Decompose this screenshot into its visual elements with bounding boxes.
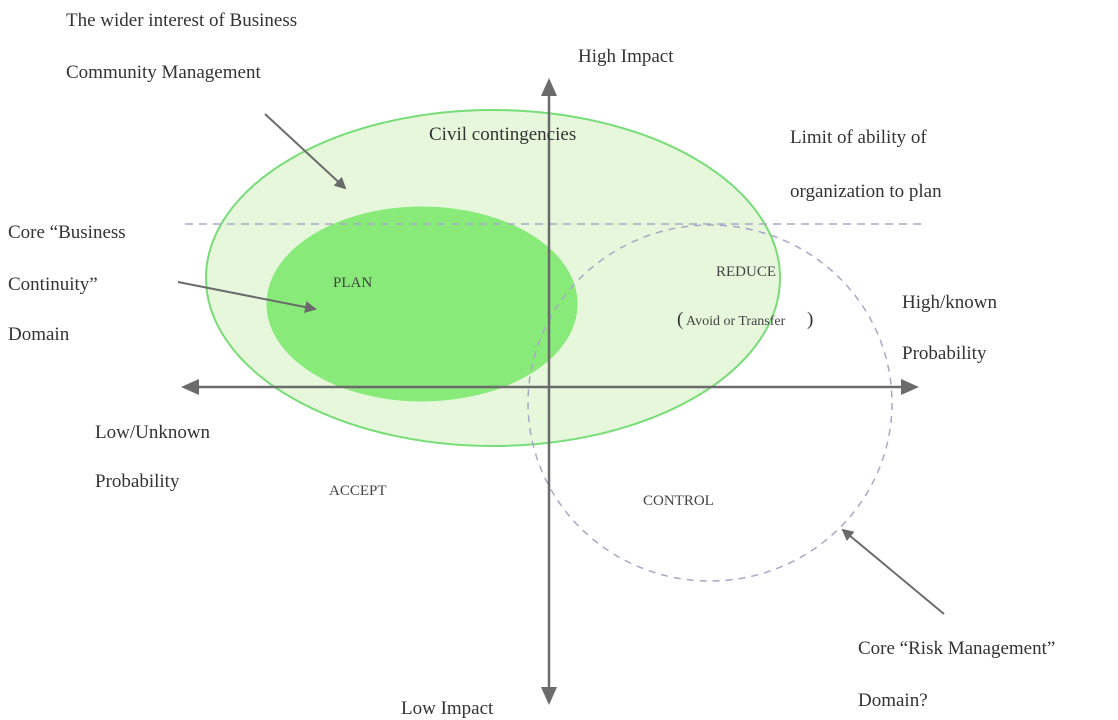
wider-interest-label-line2: Community Management	[66, 62, 261, 83]
core-bc-label-line2: Continuity”	[8, 274, 98, 295]
wider-interest-pointer-arrow	[264, 113, 347, 190]
axis-label-low-impact: Low Impact	[401, 698, 494, 719]
vertical-axis-bottom-arrowhead	[541, 687, 557, 705]
quadrant-label-accept: ACCEPT	[329, 483, 387, 499]
reduce-sub-close-paren: )	[807, 309, 813, 330]
risk-management-circle	[527, 224, 893, 582]
vertical-axis-top-arrowhead	[541, 78, 557, 96]
reduce-sub-open-paren: (	[677, 309, 683, 330]
axis-label-low-probability-line1: Low/Unknown	[95, 422, 211, 443]
core-rm-label-line2: Domain?	[858, 690, 928, 711]
reduce-sub-label: Avoid or Transfer	[686, 314, 786, 329]
wider-interest-label-line1: The wider interest of Business	[66, 10, 297, 31]
horizontal-axis-right-arrowhead	[901, 379, 919, 395]
core-bc-label-line3: Domain	[8, 324, 70, 345]
horizontal-axis-left-arrowhead	[181, 379, 199, 395]
limit-label-line1: Limit of ability of	[790, 127, 927, 148]
core-rm-label-line1: Core “Risk Management”	[858, 638, 1055, 659]
core-bc-label-line1: Core “Business	[8, 222, 126, 243]
business-continuity-ellipse	[266, 206, 578, 402]
civil-contingencies-label: Civil contingencies	[429, 124, 576, 145]
axis-label-high-probability-line1: High/known	[902, 292, 998, 313]
limit-label-line2: organization to plan	[790, 181, 942, 202]
quadrant-label-plan: PLAN	[333, 275, 372, 291]
axis-label-low-probability-line2: Probability	[95, 471, 180, 492]
axis-label-high-impact: High Impact	[578, 46, 674, 67]
axis-label-high-probability-line2: Probability	[902, 343, 987, 364]
core-rm-pointer-arrow	[841, 528, 945, 615]
quadrant-label-control: CONTROL	[643, 493, 714, 509]
core-bc-pointer-arrow	[177, 281, 317, 313]
quadrant-label-reduce: REDUCE	[716, 264, 776, 280]
